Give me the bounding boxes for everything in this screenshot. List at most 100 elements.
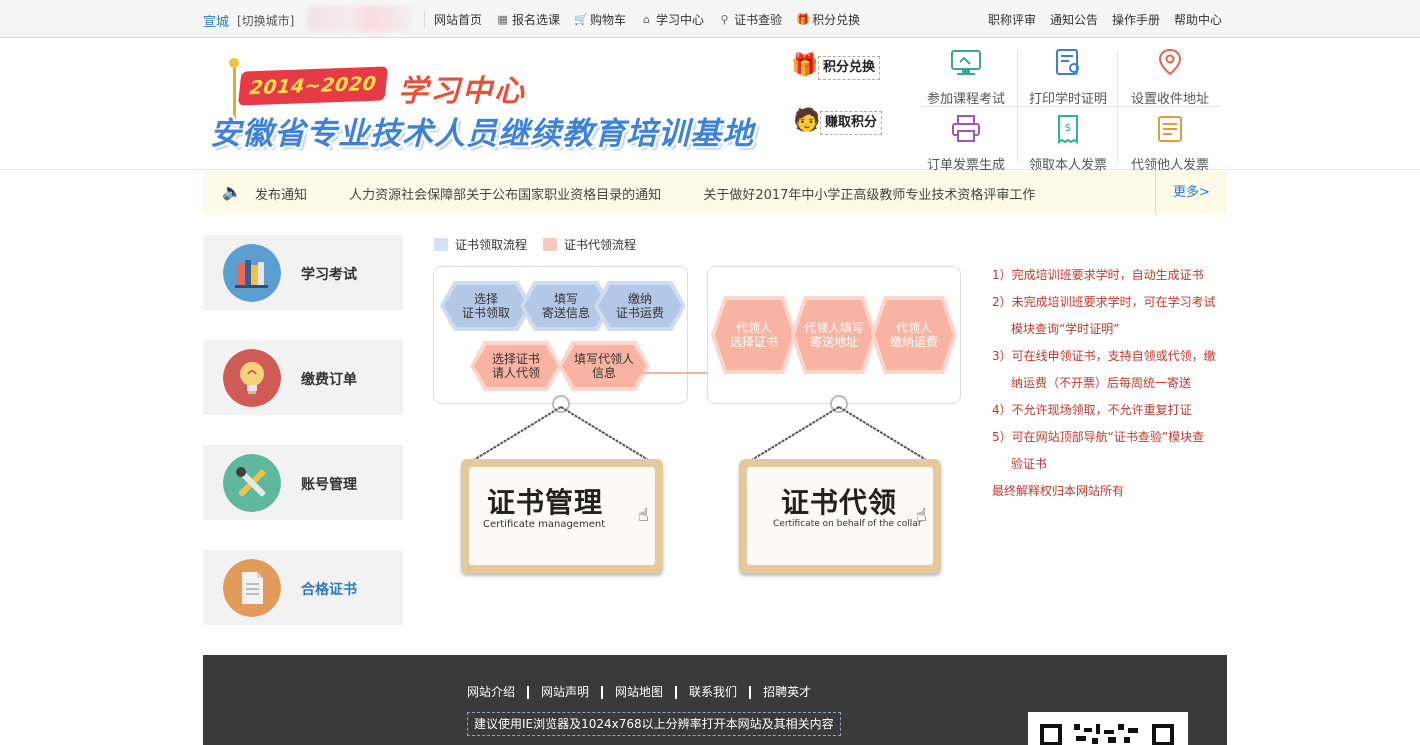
nav-cert-verify[interactable]: ⚲ 证书查验 bbox=[718, 11, 783, 28]
footer-link-sitemap[interactable]: 网站地图 bbox=[601, 686, 675, 699]
sign-subtitle: Certificate management bbox=[483, 519, 606, 530]
nav-label: 证书查验 bbox=[734, 13, 783, 27]
note-line: 2）未完成培训班要求学时，可在学习考试 bbox=[992, 295, 1216, 309]
earn-points-button[interactable]: 🧑 赚取积分 bbox=[792, 105, 892, 139]
sign-ropes-left bbox=[471, 395, 651, 462]
sign-board bbox=[747, 467, 933, 565]
flow-step-text: 代领人填写 寄送地址 bbox=[803, 321, 864, 349]
certificate-icon bbox=[1056, 49, 1084, 78]
sign-ropes-right bbox=[749, 395, 929, 462]
note-line: 4）不允许现场领取，不允许重复打证 bbox=[992, 403, 1192, 417]
nav-enroll[interactable]: ▦报名选课 bbox=[496, 11, 560, 28]
notice-bar: 🔈 发布通知 人力资源社会保障部关于公布国家职业资格目录的通知 关于做好2017… bbox=[203, 171, 1227, 214]
nav-points[interactable]: 🎁积分兑换 bbox=[796, 11, 860, 28]
gift-icon: 🎁 bbox=[796, 12, 810, 26]
svg-text:$: $ bbox=[1065, 121, 1072, 134]
flow-step-text: 代领人 缴纳运费 bbox=[889, 321, 938, 349]
note-line: 模块查询“学时证明” bbox=[1011, 322, 1120, 336]
nav-manual[interactable]: 操作手册 bbox=[1111, 13, 1160, 27]
footer-link-careers[interactable]: 招聘英才 bbox=[749, 686, 823, 699]
footer-link-statement[interactable]: 网站声明 bbox=[527, 686, 601, 699]
points-exchange-button[interactable]: 🎁 积分兑换 bbox=[790, 50, 890, 84]
nav-home[interactable]: 网站首页 bbox=[434, 11, 482, 28]
certificate-proxy-sign[interactable]: 证书代领 Certificate on behalf of the collar… bbox=[739, 459, 941, 573]
qr-finder bbox=[1040, 724, 1062, 745]
home-icon: ⌂ bbox=[643, 12, 651, 26]
certificate-management-sign[interactable]: 证书管理 Certificate management ☝ bbox=[461, 459, 663, 573]
year-banner: 2014~2020 bbox=[237, 66, 389, 106]
sign-title: 证书代领 bbox=[781, 486, 898, 519]
sidebar-item-payment-orders[interactable]: 缴费订单 bbox=[203, 340, 403, 415]
gift-icon: 🎁 bbox=[791, 53, 819, 78]
flow-step-text: 缴纳 证书运费 bbox=[615, 292, 664, 320]
nav-learning-center[interactable]: ⌂学习中心 bbox=[640, 11, 704, 28]
notice-item[interactable]: 人力资源社会保障部关于公布国家职业资格目录的通知 bbox=[349, 188, 662, 203]
notice-item[interactable]: 发布通知 bbox=[255, 188, 308, 203]
sidebar-item-account[interactable]: 账号管理 bbox=[203, 445, 403, 520]
person-icon: 🧑 bbox=[793, 108, 821, 133]
flow-step-text: 选择证书 请人代领 bbox=[491, 352, 540, 380]
flow-step: 缴纳 证书运费 bbox=[594, 281, 686, 331]
footer-link-about[interactable]: 网站介绍 bbox=[467, 685, 516, 699]
quick-link-course-exam[interactable]: 参加课程考试 bbox=[916, 42, 1016, 107]
nav-label: 积分兑换 bbox=[812, 13, 861, 27]
quick-link-label: 领取本人发票 bbox=[1028, 158, 1107, 173]
nav-help[interactable]: 帮助中心 bbox=[1173, 13, 1222, 27]
footer-link-contact[interactable]: 联系我们 bbox=[675, 686, 749, 699]
legend-label: 证书领取流程 bbox=[455, 238, 528, 252]
flow-connector bbox=[641, 372, 709, 374]
flow-step: 选择证书 请人代领 bbox=[470, 341, 562, 391]
top-right-nav: 职称评审 通知公告 操作手册 帮助中心 bbox=[988, 11, 1222, 28]
sidebar-item-certificate[interactable]: 合格证书 bbox=[203, 550, 403, 625]
flow-step-text: 填写 寄送信息 bbox=[541, 292, 590, 320]
quick-link-invoice-generate[interactable]: 订单发票生成 bbox=[916, 108, 1016, 173]
nav-announcements[interactable]: 通知公告 bbox=[1049, 13, 1098, 27]
flow-step: 代领人 缴纳运费 bbox=[871, 296, 957, 374]
invoice-icon: $ bbox=[1058, 115, 1084, 144]
nav-cart[interactable]: 🛒购物车 bbox=[574, 11, 626, 28]
books-icon bbox=[223, 244, 281, 302]
sidebar-item-study-exam[interactable]: 学习考试 bbox=[203, 235, 403, 310]
site-title: 安徽省专业技术人员继续教育培训基地 bbox=[210, 116, 754, 152]
points-exchange-label: 积分兑换 bbox=[818, 56, 881, 80]
quick-link-print-hours[interactable]: 打印学时证明 bbox=[1018, 42, 1118, 107]
quick-link-proxy-invoice[interactable]: 代领他人发票 bbox=[1120, 108, 1220, 173]
more-notices-link[interactable]: 更多> bbox=[1155, 171, 1227, 214]
sidebar-item-label: 学习考试 bbox=[301, 267, 357, 283]
quick-link-label: 订单发票生成 bbox=[926, 158, 1005, 173]
sign-board bbox=[469, 467, 655, 565]
legend-item-collect: 证书领取流程 bbox=[434, 236, 527, 253]
nav-label: 报名选课 bbox=[512, 13, 561, 27]
current-city[interactable]: 宣城 bbox=[203, 15, 230, 30]
top-bar: 宣城 [切换城市] 网站首页 ▦报名选课 🛒购物车 ⌂学习中心 ⚲ 证书查验 🎁积… bbox=[0, 0, 1420, 38]
flow-step: 代领人 选择证书 bbox=[711, 296, 797, 374]
sidebar-item-label: 缴费订单 bbox=[301, 372, 357, 388]
note-line: 5）可在网站顶部导航“证书查验”模块查 bbox=[992, 430, 1205, 444]
quick-link-my-invoice[interactable]: $ 领取本人发票 bbox=[1018, 108, 1118, 173]
legend-label: 证书代领流程 bbox=[564, 238, 637, 252]
pointer-hand-icon: ☝ bbox=[638, 505, 649, 526]
flow-step-text: 填写代领人 信息 bbox=[573, 352, 634, 380]
flow-step: 选择 证书领取 bbox=[440, 281, 532, 331]
legend-swatch bbox=[434, 238, 448, 251]
sign-subtitle: Certificate on behalf of the collar bbox=[773, 519, 922, 529]
user-info-blurred bbox=[307, 6, 411, 32]
nav-title-review[interactable]: 职称评审 bbox=[987, 13, 1036, 27]
header-subtitle: 学习中心 bbox=[398, 74, 526, 109]
search-icon: ⚲ bbox=[720, 12, 729, 26]
qr-pattern bbox=[1074, 724, 1138, 744]
quick-link-label: 代领他人发票 bbox=[1130, 158, 1209, 173]
footer-links: 网站介绍 网站声明 网站地图 联系我们 招聘英才 bbox=[467, 686, 823, 699]
sidebar-item-label: 合格证书 bbox=[301, 582, 357, 598]
quick-link-set-address[interactable]: 设置收件地址 bbox=[1120, 42, 1220, 107]
quick-link-label: 打印学时证明 bbox=[1028, 92, 1107, 107]
flag-top bbox=[229, 58, 239, 68]
flow-legend: 证书领取流程 证书代领流程 bbox=[434, 236, 636, 253]
qr-code bbox=[1028, 712, 1188, 745]
cart-icon: 🛒 bbox=[574, 12, 588, 26]
note-line: 最终解释权归本网站所有 bbox=[992, 484, 1125, 498]
top-nav: 网站首页 ▦报名选课 🛒购物车 ⌂学习中心 ⚲ 证书查验 🎁积分兑换 bbox=[434, 11, 860, 28]
switch-city-link[interactable]: [切换城市] bbox=[237, 14, 295, 28]
notice-ticker: 发布通知 人力资源社会保障部关于公布国家职业资格目录的通知 关于做好2017年中… bbox=[255, 184, 1155, 203]
notice-item[interactable]: 关于做好2017年中小学正高级教师专业技术资格评审工作 bbox=[703, 188, 1036, 203]
